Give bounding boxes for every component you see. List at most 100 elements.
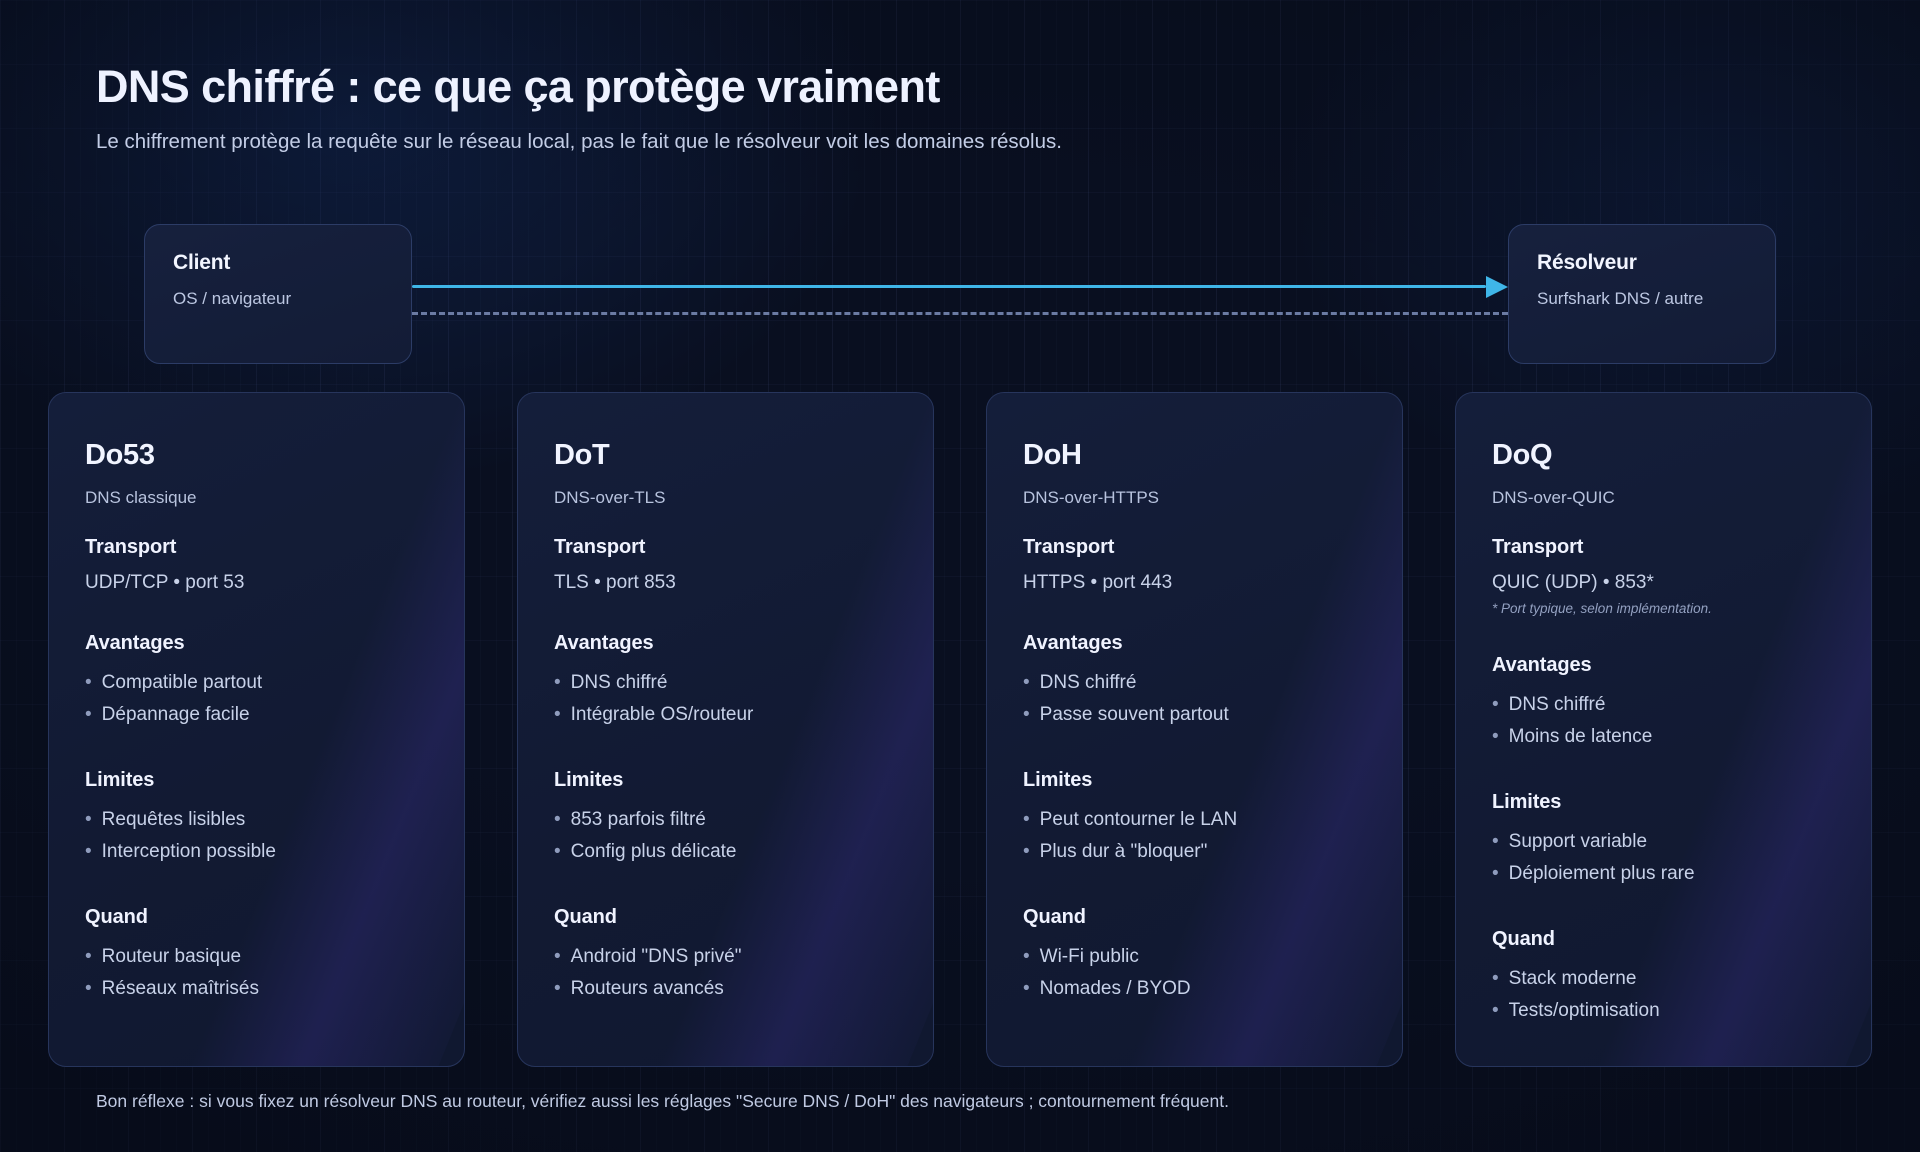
section-heading-transport: Transport (1023, 536, 1115, 558)
list-item: •Compatible partout (85, 667, 428, 699)
bullet-icon: • (1492, 694, 1499, 715)
dns-flow-diagram: Client OS / navigateur Résolveur Surfsha… (96, 224, 1824, 364)
limites-list: • 853 parfois filtré • Config plus délicat… (554, 804, 897, 868)
list-item-label: Support variable (1508, 830, 1648, 852)
list-item-label: DNS chiffré (1039, 672, 1137, 693)
quand-list: • Stack moderne • Tests/optimisation (1492, 963, 1835, 1027)
list-item: • DNS chiffré (1492, 689, 1835, 721)
card-title: Do53 (85, 439, 155, 471)
list-item-label: Wi-Fi public (1039, 945, 1139, 967)
bullet-icon: • (85, 840, 92, 862)
card-title: DoQ (1492, 439, 1553, 471)
bullet-icon: • (1023, 808, 1030, 830)
flow-node-resolver-title: Résolveur (1537, 251, 1637, 274)
section-heading-transport: Transport (1492, 536, 1584, 558)
list-item: •Plus dur à "bloquer" (1023, 836, 1366, 868)
bullet-icon: • (85, 977, 92, 999)
list-item-label: Intégrable OS/routeur (570, 703, 754, 725)
list-item: •Routeur basique (85, 941, 428, 973)
bullet-icon: • (554, 808, 561, 830)
transport-value: TLS • port 853 (554, 572, 676, 593)
card-subtitle: DNS-over-QUIC (1492, 488, 1615, 507)
section-heading-avantages: Avantages (1492, 654, 1592, 676)
list-item-label: Plus dur à "bloquer" (1039, 840, 1208, 862)
flow-arrow-head-icon (1486, 276, 1508, 298)
protocol-card: DoQ DNS-over-QUIC Transport QUIC (UDP) •… (1455, 392, 1872, 1068)
bullet-icon: • (1492, 862, 1499, 884)
bullet-icon: • (1492, 999, 1499, 1021)
transport-footnote: * Port typique, selon implémentation. (1492, 601, 1712, 616)
limites-list: •Requêtes lisibles • Interception possibl… (85, 804, 428, 868)
bullet-icon: • (1023, 977, 1030, 999)
bullet-icon: • (1023, 672, 1030, 693)
flow-node-resolver: Résolveur Surfshark DNS / autre (1508, 224, 1776, 364)
list-item: •Dépannage facile (85, 699, 428, 731)
page-title: DNS chiffré : ce que ça protège vraiment (96, 61, 940, 112)
transport-value: HTTPS • port 443 (1023, 572, 1173, 593)
bullet-icon: • (1492, 830, 1499, 852)
list-item-label: Interception possible (101, 840, 276, 862)
footer-note: Bon réflexe : si vous fixez un résolveur… (96, 1091, 1229, 1111)
list-item-label: Stack moderne (1508, 967, 1637, 989)
list-item-label: Nomades / BYOD (1039, 977, 1191, 999)
flow-node-resolver-subtitle: Surfshark DNS / autre (1537, 289, 1704, 308)
list-item: •Android "DNS privé" (554, 941, 897, 973)
list-item: • Support variable (1492, 826, 1835, 858)
transport-value: QUIC (UDP) • 853* (1492, 572, 1654, 593)
list-item: • Nomades / BYOD (1023, 973, 1366, 1005)
transport-value: UDP/TCP • port 53 (85, 572, 245, 593)
avantages-list: • DNS chiffré • Passe souvent partout (1023, 667, 1366, 731)
bullet-icon: • (554, 703, 561, 725)
section-heading-transport: Transport (554, 536, 646, 558)
list-item: • Tests/optimisation (1492, 995, 1835, 1027)
bullet-icon: • (554, 977, 561, 999)
card-subtitle: DNS-over-HTTPS (1023, 488, 1160, 507)
section-heading-quand: Quand (554, 905, 617, 928)
list-item-label: Tests/optimisation (1508, 999, 1660, 1021)
list-item-label: Dépannage facile (101, 703, 250, 725)
section-heading-transport: Transport (85, 536, 177, 558)
protocol-card: DoT DNS-over-TLS Transport TLS • port 85… (517, 392, 934, 1068)
flow-node-client-title: Client (173, 251, 231, 274)
section-heading-limites: Limites (1023, 768, 1093, 791)
flow-node-client: Client OS / navigateur (144, 224, 412, 364)
list-item-label: Moins de latence (1508, 725, 1653, 747)
list-item: • 853 parfois filtré (554, 804, 897, 836)
section-heading-quand: Quand (85, 905, 148, 928)
list-item-label: 853 parfois filtré (570, 808, 706, 830)
bullet-icon: • (1023, 945, 1030, 967)
bullet-icon: • (1492, 967, 1499, 989)
quand-list: •Routeur basique •Réseaux maîtrisés (85, 941, 428, 1005)
section-heading-limites: Limites (1492, 790, 1562, 813)
protocol-card-list: Do53 DNS classique Transport UDP/TCP • p… (48, 392, 1872, 1068)
bullet-icon: • (554, 840, 561, 862)
header: DNS chiffré : ce que ça protège vraiment… (96, 61, 1796, 157)
list-item-label: DNS chiffré (570, 672, 668, 693)
list-item-label: Passe souvent partout (1039, 703, 1229, 725)
section-heading-quand: Quand (1492, 927, 1555, 950)
card-subtitle: DNS-over-TLS (554, 488, 666, 507)
list-item-label: Config plus délicate (570, 840, 737, 862)
list-item: • DNS chiffré (1023, 667, 1366, 699)
flow-node-client-subtitle: OS / navigateur (173, 289, 292, 308)
section-heading-limites: Limites (85, 768, 155, 791)
list-item: • Config plus délicate (554, 836, 897, 868)
list-item-label: Peut contourner le LAN (1039, 808, 1238, 830)
list-item-label: Routeur basique (101, 945, 242, 967)
bullet-icon: • (1492, 725, 1499, 747)
section-heading-avantages: Avantages (1023, 632, 1123, 654)
list-item-label: Compatible partout (101, 672, 263, 693)
avantages-list: • DNS chiffré • Moins de latence (1492, 689, 1835, 753)
avantages-list: •DNS chiffré •Intégrable OS/routeur (554, 667, 897, 731)
list-item: • Interception possible (85, 836, 428, 868)
bullet-icon: • (1023, 703, 1030, 725)
protocol-card: DoH DNS-over-HTTPS Transport HTTPS • por… (986, 392, 1403, 1068)
limites-list: • Support variable • Déploiement plus rare (1492, 826, 1835, 890)
list-item: • Moins de latence (1492, 721, 1835, 753)
list-item: •Requêtes lisibles (85, 804, 428, 836)
list-item-label: Déploiement plus rare (1508, 862, 1695, 884)
list-item-label: DNS chiffré (1508, 694, 1606, 715)
avantages-list: •Compatible partout •Dépannage facile (85, 667, 428, 731)
protocol-card: Do53 DNS classique Transport UDP/TCP • p… (48, 392, 465, 1068)
limites-list: • Peut contourner le LAN •Plus dur à "blo… (1023, 804, 1366, 868)
